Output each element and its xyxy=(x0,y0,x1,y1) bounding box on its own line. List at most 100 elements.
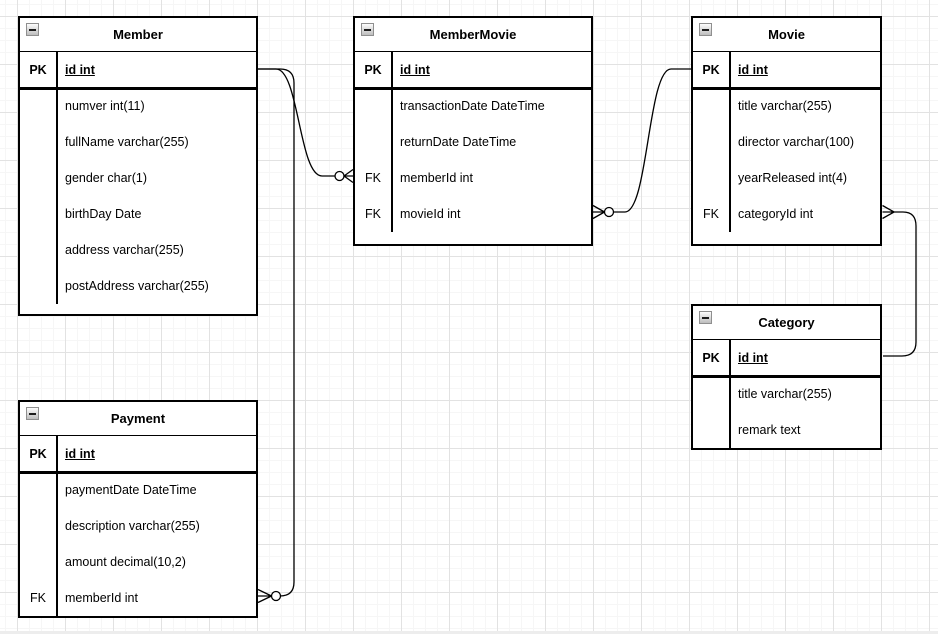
connector-movie-membermovie[interactable] xyxy=(592,68,692,220)
row-field[interactable]: FK memberId int xyxy=(355,160,591,196)
field-label: postAddress varchar(255) xyxy=(65,279,209,293)
connector-member-payment[interactable] xyxy=(257,68,295,604)
row-field[interactable]: birthDay Date xyxy=(20,196,256,232)
row-field[interactable]: remark text xyxy=(693,412,880,448)
connector-path[interactable] xyxy=(613,68,692,213)
field-label: birthDay Date xyxy=(65,207,142,221)
column-divider xyxy=(56,52,58,304)
crowfoot-many-marker xyxy=(882,204,895,220)
table-header: Movie xyxy=(693,18,880,52)
collapse-minus-icon[interactable] xyxy=(699,311,712,324)
zero-circle-marker xyxy=(603,206,615,218)
column-divider xyxy=(391,52,393,232)
key-badge: FK xyxy=(365,171,381,185)
row-primary-key[interactable]: PK id int xyxy=(693,340,880,376)
field-label: address varchar(255) xyxy=(65,243,184,257)
row-field[interactable]: fullName varchar(255) xyxy=(20,124,256,160)
field-label: gender char(1) xyxy=(65,171,147,185)
pk-separator-line xyxy=(693,374,880,378)
field-label: transactionDate DateTime xyxy=(400,99,545,113)
field-label: id int xyxy=(65,447,95,461)
column-divider xyxy=(729,340,731,448)
field-label: numver int(11) xyxy=(65,99,145,113)
row-field[interactable]: transactionDate DateTime xyxy=(355,88,591,124)
row-field[interactable]: postAddress varchar(255) xyxy=(20,268,256,304)
row-field[interactable]: FK memberId int xyxy=(20,580,256,616)
row-field[interactable]: FK movieId int xyxy=(355,196,591,232)
row-field[interactable]: title varchar(255) xyxy=(693,376,880,412)
field-label: title varchar(255) xyxy=(738,99,832,113)
table-title: MemberMovie xyxy=(429,27,517,42)
row-field[interactable]: yearReleased int(4) xyxy=(693,160,880,196)
field-label: amount decimal(10,2) xyxy=(65,555,186,569)
crowfoot-many-marker xyxy=(257,588,272,604)
column-divider xyxy=(56,436,58,616)
field-label: movieId int xyxy=(400,207,461,221)
row-field[interactable]: title varchar(255) xyxy=(693,88,880,124)
field-label: categoryId int xyxy=(738,207,814,221)
key-badge: PK xyxy=(364,63,382,77)
key-badge: FK xyxy=(365,207,381,221)
collapse-minus-icon[interactable] xyxy=(699,23,712,36)
field-label: title varchar(255) xyxy=(738,387,832,401)
pk-separator-line xyxy=(20,86,256,90)
field-label: returnDate DateTime xyxy=(400,135,517,149)
field-label: director varchar(100) xyxy=(738,135,855,149)
row-field[interactable]: gender char(1) xyxy=(20,160,256,196)
field-label: remark text xyxy=(738,423,801,437)
field-label: yearReleased int(4) xyxy=(738,171,848,185)
canvas-bottom-edge xyxy=(0,631,938,634)
row-field[interactable]: numver int(11) xyxy=(20,88,256,124)
row-field[interactable]: description varchar(255) xyxy=(20,508,256,544)
row-primary-key[interactable]: PK id int xyxy=(355,52,591,88)
table-title: Member xyxy=(113,27,163,42)
connector-path[interactable] xyxy=(258,68,295,597)
field-label: id int xyxy=(400,63,430,77)
key-badge: FK xyxy=(30,591,46,605)
collapse-minus-icon[interactable] xyxy=(361,23,374,36)
connector-path[interactable] xyxy=(883,211,917,357)
row-field[interactable]: returnDate DateTime xyxy=(355,124,591,160)
table-title: Payment xyxy=(110,411,166,426)
row-field[interactable]: director varchar(100) xyxy=(693,124,880,160)
zero-circle-marker xyxy=(270,590,282,602)
connector-path[interactable] xyxy=(258,68,335,177)
table-header: Member xyxy=(20,18,256,52)
column-divider xyxy=(729,52,731,232)
zero-circle-marker xyxy=(334,170,345,182)
connector-category-movie[interactable] xyxy=(882,204,917,357)
crowfoot-many-marker xyxy=(343,168,354,184)
minus-glyph xyxy=(702,28,709,31)
field-label: description varchar(255) xyxy=(65,519,200,533)
field-label: memberId int xyxy=(65,591,138,605)
connector-member-membermovie[interactable] xyxy=(258,68,354,184)
field-label: memberId int xyxy=(400,171,473,185)
collapse-minus-icon[interactable] xyxy=(26,407,39,420)
field-label: paymentDate DateTime xyxy=(65,483,197,497)
key-badge: PK xyxy=(29,63,47,77)
field-label: id int xyxy=(738,351,768,365)
minus-glyph xyxy=(702,316,709,319)
table-header: MemberMovie xyxy=(355,18,591,52)
row-field[interactable]: amount decimal(10,2) xyxy=(20,544,256,580)
table-title: Movie xyxy=(768,27,805,42)
collapse-minus-icon[interactable] xyxy=(26,23,39,36)
key-badge: PK xyxy=(702,351,720,365)
row-field[interactable]: paymentDate DateTime xyxy=(20,472,256,508)
minus-glyph xyxy=(29,28,36,31)
key-badge: PK xyxy=(702,63,720,77)
table-title: Category xyxy=(758,315,815,330)
row-field[interactable]: FK categoryId int xyxy=(693,196,880,232)
key-badge: FK xyxy=(703,207,719,221)
row-field[interactable]: address varchar(255) xyxy=(20,232,256,268)
pk-separator-line xyxy=(20,470,256,474)
